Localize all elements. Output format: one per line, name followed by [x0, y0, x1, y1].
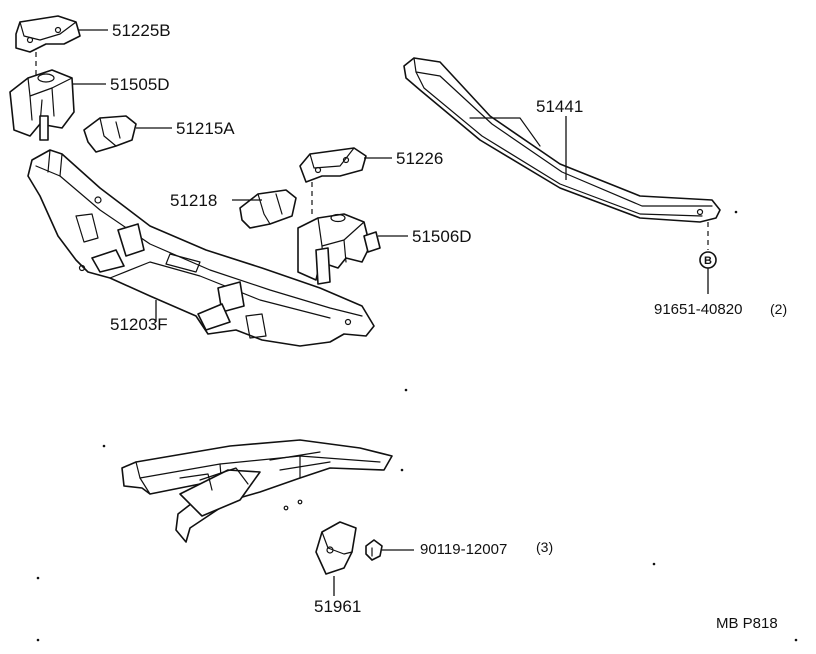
part-51225b-bracket: [15, 15, 81, 53]
label-51218: 51218: [170, 191, 217, 210]
label-51215a: 51215A: [176, 119, 235, 138]
bolt-marker-b: B: [699, 251, 717, 269]
label-51225b: 51225B: [112, 21, 171, 40]
diagram-code: MB P818: [716, 615, 778, 632]
part-51441-rail: [403, 57, 721, 223]
label-91651-qty: (2): [770, 301, 787, 317]
label-51226: 51226: [396, 149, 443, 168]
label-91651: 91651-40820: [654, 301, 742, 318]
label-51441: 51441: [536, 97, 583, 116]
bolt-marker-label: B: [704, 255, 712, 267]
label-90119: 90119-12007: [420, 541, 507, 558]
label-51961: 51961: [314, 597, 361, 616]
part-90119-bolt: [365, 539, 383, 561]
reference-dots: [36, 210, 798, 642]
label-51203f: 51203F: [110, 315, 168, 334]
part-51218-insulator: [239, 189, 297, 229]
part-51506d-mount: [297, 213, 381, 285]
part-51961-plate: [315, 521, 357, 575]
part-51215a-insulator: [83, 115, 137, 153]
part-51203f-crossmember: [27, 149, 375, 347]
part-51505d-mount: [9, 69, 75, 141]
label-90119-qty: (3): [536, 539, 553, 555]
label-51505d: 51505D: [110, 75, 170, 94]
frame-assembly: [121, 439, 393, 543]
part-51226-bracket: [299, 147, 367, 183]
label-51506d: 51506D: [412, 227, 472, 246]
